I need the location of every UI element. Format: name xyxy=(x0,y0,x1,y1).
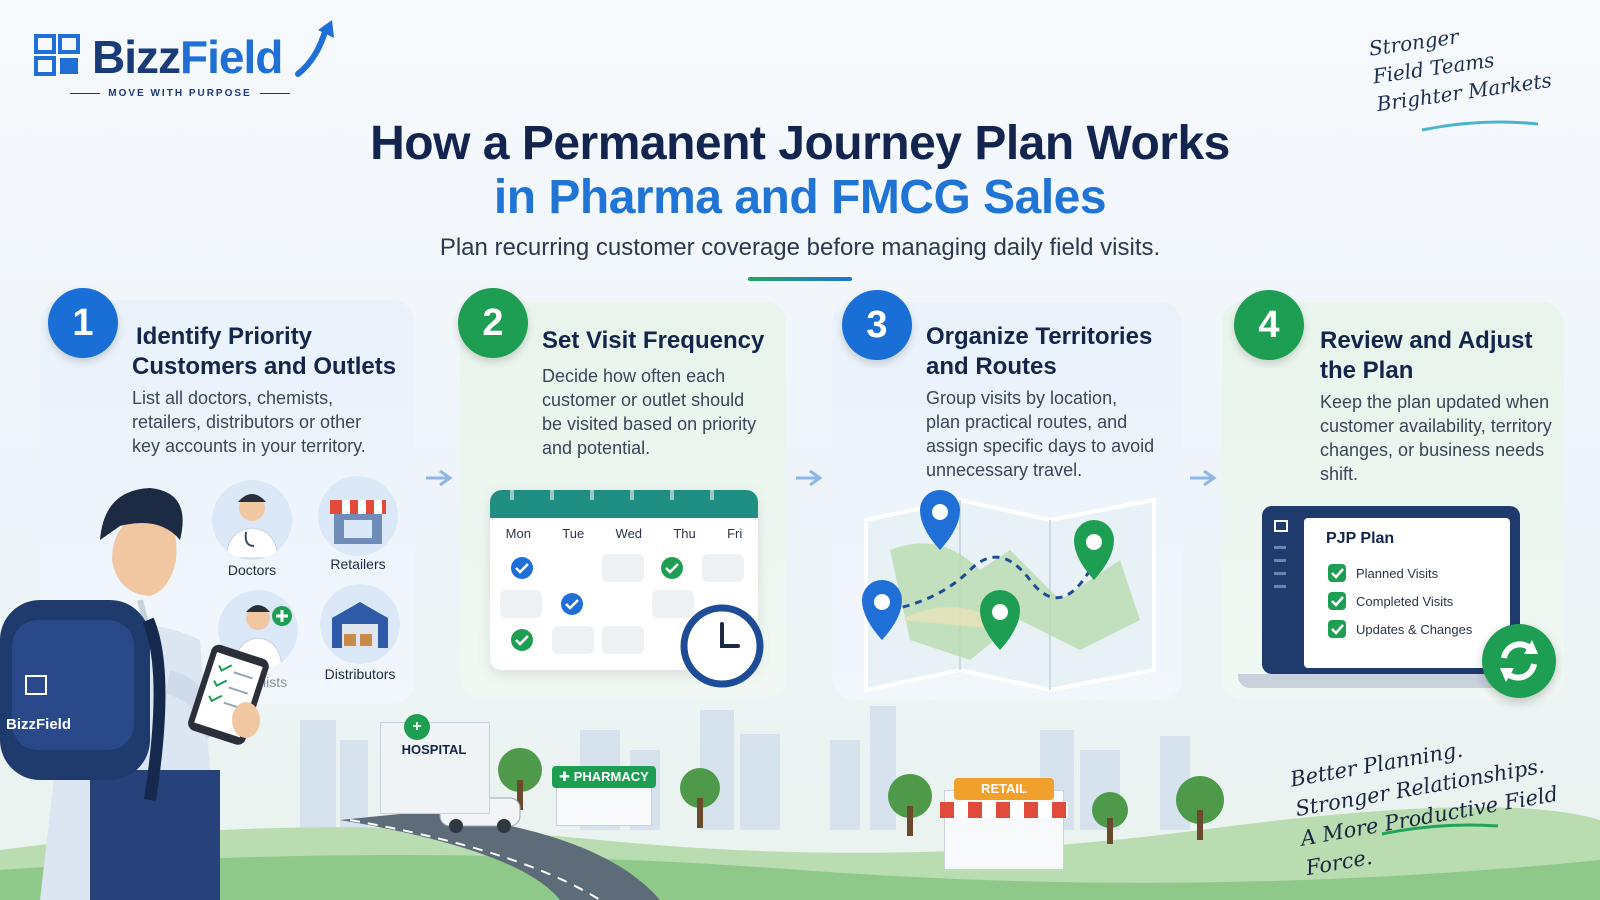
clock-icon xyxy=(680,604,764,688)
doctors-label: Doctors xyxy=(227,562,277,578)
subtitle-divider xyxy=(748,277,852,281)
pjp-plan-title: PJP Plan xyxy=(1326,530,1395,547)
step-1-number: 1 xyxy=(48,288,118,358)
laptop-base xyxy=(1238,674,1542,688)
hospital-building xyxy=(380,722,490,814)
pjp-item-planned: Planned Visits xyxy=(1356,566,1439,581)
store-icon xyxy=(318,476,398,556)
arrow-right-icon xyxy=(1190,469,1217,487)
brand-tagline: MOVE WITH PURPOSE xyxy=(60,88,300,99)
step-3-description: Group visits by location,plan practical … xyxy=(926,388,1155,480)
brand-name: BizzField xyxy=(92,31,283,83)
distributors-label: Distributors xyxy=(324,666,396,682)
retail-awning xyxy=(940,802,1068,818)
page-title-line2: in Pharma and FMCG Sales xyxy=(493,171,1107,224)
checkbox-checked-icon xyxy=(1328,620,1346,638)
pharmacy-sign: ✚ PHARMACY xyxy=(552,766,656,788)
backpack-label: BizzField xyxy=(6,716,72,733)
slogan-underline xyxy=(1381,823,1499,836)
step-2-number: 2 xyxy=(458,288,528,358)
arrow-right-icon xyxy=(426,469,453,487)
step-3-number: 3 xyxy=(842,290,912,360)
pjp-item-completed: Completed Visits xyxy=(1356,594,1454,609)
retail-sign: RETAIL xyxy=(954,778,1054,800)
doctor-icon xyxy=(212,480,292,560)
warehouse-icon xyxy=(320,584,400,664)
calendar-checks xyxy=(510,490,714,651)
growth-arrow-icon xyxy=(295,20,334,77)
note-underline xyxy=(1421,120,1539,132)
top-right-note: Stronger Field Teams Brighter Markets xyxy=(1367,24,1554,117)
pjp-item-updates: Updates & Changes xyxy=(1356,622,1473,637)
hospital-label: HOSPITAL xyxy=(401,742,467,757)
laptop-sidebar xyxy=(1272,520,1294,660)
checkbox-checked-icon xyxy=(1328,564,1346,582)
step-4-number: 4 xyxy=(1234,290,1304,360)
checkbox-checked-icon xyxy=(1328,592,1346,610)
refresh-icon xyxy=(1482,624,1556,698)
hospital-cross-icon: + xyxy=(404,714,430,740)
retailers-label: Retailers xyxy=(330,556,386,572)
step-2-title: Set Visit Frequency xyxy=(542,327,765,354)
route-map xyxy=(862,490,1156,693)
page-subtitle: Plan recurring customer coverage before … xyxy=(439,234,1161,261)
page-title-line1: How a Permanent Journey Plan Works xyxy=(370,117,1230,170)
arrow-right-icon xyxy=(796,469,823,487)
sales-rep-illustration xyxy=(0,488,269,900)
bizzfield-logo-icon xyxy=(34,34,80,76)
check-marks xyxy=(1331,568,1344,635)
step-1-description: List all doctors, chemists,retailers, di… xyxy=(132,388,366,456)
